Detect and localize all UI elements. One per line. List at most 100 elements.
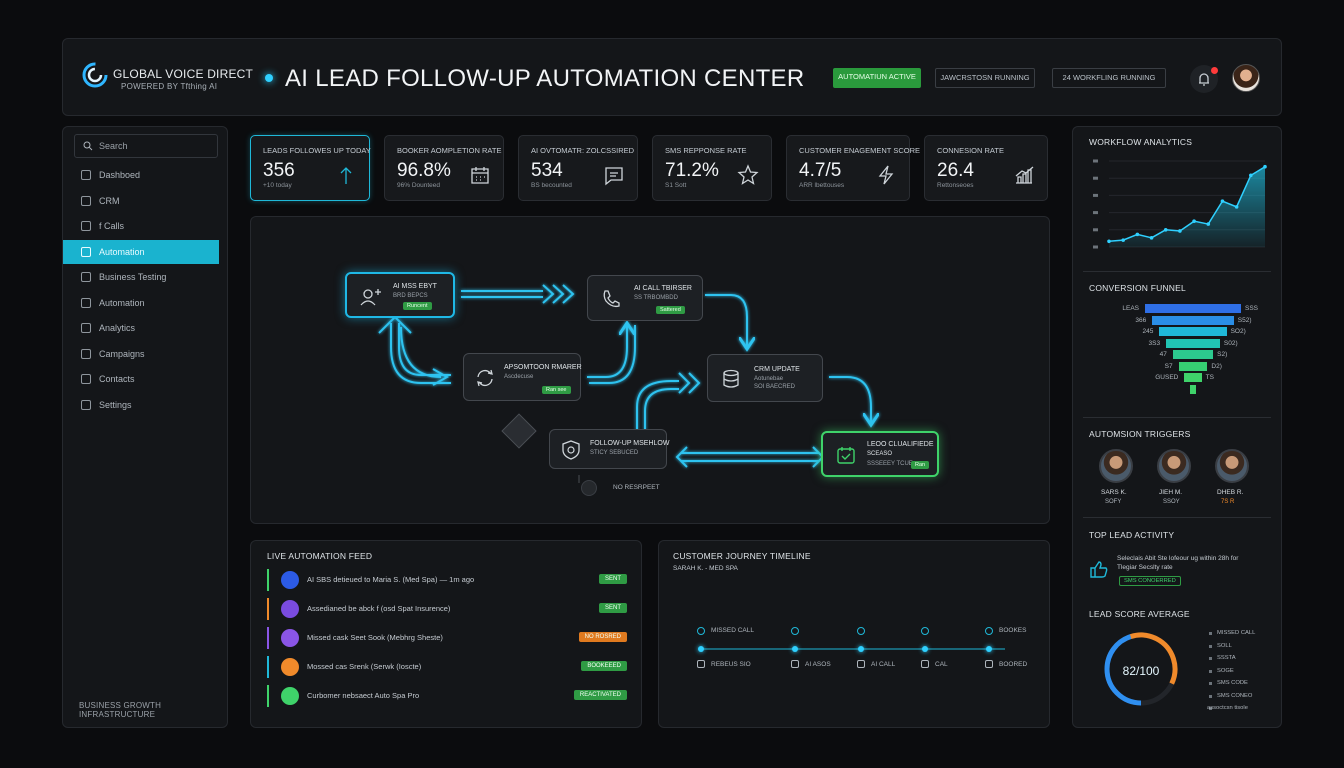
feed-event-icon [281,687,299,705]
trigger-avatar[interactable] [1099,449,1133,483]
legend-item: SOLL [1217,642,1232,649]
journey-step-dot [698,646,704,652]
node-crm-update[interactable]: CRM UPDATE Aotunebae SOI BAECRED [707,354,823,402]
analytics-title: WORKFLOW ANALYTICS [1089,137,1193,147]
sidebar-item-4[interactable]: Business Testing [63,265,219,289]
trigger-avatar[interactable] [1215,449,1249,483]
feed-row[interactable]: AI SBS detieued to Maria S. (Med Spa) — … [267,569,627,591]
top-activity-badge[interactable]: SMS CONOERRED [1119,576,1181,586]
sidebar-item-9[interactable]: Settings [63,393,219,417]
journey-step-icon [985,660,993,668]
customer-journey-timeline: CUSTOMER JOURNEY TIMELINE SARAH K. - MED… [658,540,1050,728]
app-root: GLOBAL VOICE DIRECT POWERED BY Tfthing A… [62,38,1282,728]
refresh-icon [477,369,493,387]
journey-step-marker[interactable] [985,627,993,635]
sidebar-item-7[interactable]: Campaigns [63,342,219,366]
funnel-bar [1152,315,1234,325]
end-node[interactable]: NO RESRPEET [581,480,660,496]
status-badge-active[interactable]: AUTOMATIUN ACTIVE [833,68,921,88]
chart-point [1107,239,1111,244]
divider [1083,517,1271,518]
connector-n1-n2 [461,290,543,298]
sidebar-item-3[interactable]: Automation [63,239,219,264]
sidebar-item-0[interactable]: Dashboed [63,163,219,187]
feed-event-icon [281,658,299,676]
feed-row[interactable]: Missed cask Seet Sook (Mebhrg Sheste)NO … [267,627,627,649]
journey-subtitle: SARAH K. - MED SPA [673,565,738,572]
funnel-value: S2) [1217,351,1228,358]
sidebar-footer: BUSINESS GROWTH INFRASTRUCTURE [79,701,162,719]
status-badge-workflows[interactable]: 24 WORKFLING RUNNING [1052,68,1166,88]
chart-point [1178,229,1182,233]
journey-step-top-label: MISSED CALL [711,627,754,634]
decision-diamond [501,413,537,449]
funnel-bar [1184,373,1202,382]
kpi-label: AI OVTOMATR: ZOLCSSIRED [531,146,635,155]
legend-item: SSSTA [1217,655,1236,661]
sidebar-item-8[interactable]: Contacts [63,367,219,391]
node-follow-up[interactable]: FOLLOW-UP MSEHLOW STICY SEBUCED [549,429,670,469]
sidebar-item-2[interactable]: f Calls [63,214,219,238]
journey-step-label: REBEUS SIO [711,661,751,668]
journey-step-marker[interactable] [697,627,705,635]
node-ai-sms[interactable]: AI MSS EBYT BRD BEPCS Runcent [345,272,455,318]
feed-row-text: AI SBS detieued to Maria S. (Med Spa) — … [307,575,475,584]
trigger-avatar[interactable] [1157,449,1191,483]
funnel-label: S7 [1164,362,1173,370]
end-node-icon [581,480,597,496]
gauge-fill-blue [1104,632,1178,706]
node-title: AI CALL TBIRSER [634,285,692,292]
search-icon [83,141,93,151]
status-badge-running[interactable]: JAWCRSTOSN RUNNING [935,68,1035,88]
chart-tick [1093,245,1098,249]
chart-point [1249,173,1253,178]
journey-step-marker[interactable] [857,627,865,635]
funnel-label: GUSED [1155,374,1179,381]
sidebar-item-1[interactable]: CRM [63,189,219,213]
feed-row-accent [267,598,269,620]
feed-row[interactable]: Mossed cas Srenk (Serwk (Ioscte) BOOKEEED [267,656,627,678]
feed-row-text: Assedianed be abck f (osd Spat Insurence… [307,604,451,613]
node-ai-call[interactable]: AI CALL TBIRSER SS TRBOMBDD Sattered [587,275,703,321]
journey-step-dot [792,646,798,652]
feed-row-text: Mossed cas Srenk (Serwk (Ioscte) [307,662,422,671]
feed-status-badge: SENT [598,603,627,613]
feed-status-badge: BOOKEEED [581,661,627,671]
sidebar-item-6[interactable]: Analytics [63,316,219,340]
journey-step-marker[interactable] [791,627,799,635]
sidebar-item-label: f Calls [99,221,125,231]
brand-subtitle: POWERED BY Tfthing AI [121,82,218,91]
right-insights-panel: WORKFLOW ANALYTICS CONVERSION FUNNEL LEA… [1072,126,1282,728]
feed-status-badge: NO ROSRED [578,632,627,642]
journey-step-marker[interactable] [921,627,929,635]
chart-tick [1093,211,1098,215]
chevrons-n1-n2 [542,284,575,304]
funnel-label: LEAS [1122,305,1139,312]
node-appointment-reminder[interactable]: APSOMTOON RMARER Ascdecuse Ran see [463,353,582,401]
funnel-value: D2) [1211,362,1222,370]
chart-point [1192,219,1196,223]
user-avatar[interactable] [1232,64,1260,92]
header-bar: GLOBAL VOICE DIRECT POWERED BY Tfthing A… [62,38,1282,116]
sidebar-item-5[interactable]: Automation [63,291,219,315]
feed-row[interactable]: Assedianed be abck f (osd Spat Insurence… [267,598,627,620]
journey-step-top-label: BOOKES [999,627,1027,634]
legend-item: SMS CODE [1217,680,1248,686]
kpi-value: 26.4 [937,160,974,181]
node-subtitle: SS TRBOMBDD [634,295,678,301]
kpi-value: 534 [531,160,563,181]
calendar-icon [471,167,489,184]
kpi-label: BOOKER AOMPLETION RATE [397,146,502,155]
trigger-score: SSOY [1163,499,1180,505]
node-lead-qualified[interactable]: LEOO CLUALIFIEDE SCEASO SSSEEEY TCUE Ran [821,431,939,477]
search-input[interactable]: Search [74,134,218,158]
node-title: FOLLOW-UP MSEHLOW [590,440,670,447]
